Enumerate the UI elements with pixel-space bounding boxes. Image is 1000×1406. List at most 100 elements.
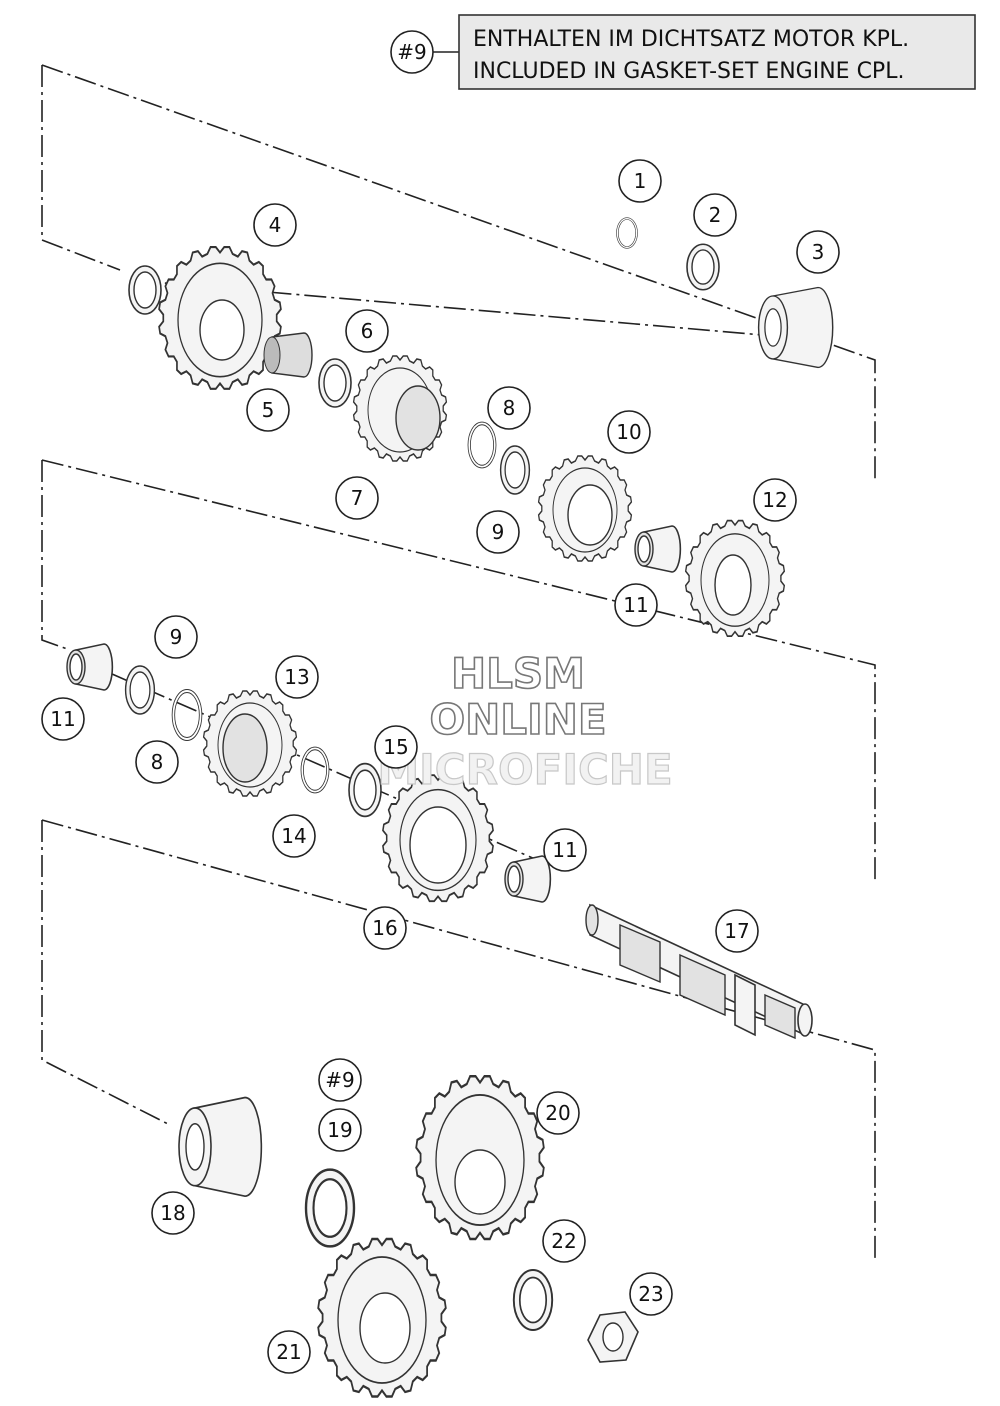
callout-c5: 5	[246, 388, 290, 432]
callout-circle	[335, 476, 379, 520]
callout-circle	[693, 193, 737, 237]
callout-c22: 22	[542, 1219, 586, 1263]
bushing-11-c	[504, 855, 552, 903]
callout-circle	[275, 655, 319, 699]
callout-c12: 12	[753, 478, 797, 522]
callout-label: 5	[262, 398, 275, 422]
parts-row-1	[128, 217, 834, 637]
callout-label: 11	[552, 838, 577, 862]
callout-label: 8	[503, 396, 516, 420]
parts-row-3	[178, 1075, 639, 1398]
callout-circle	[318, 1058, 362, 1102]
callout-circle	[618, 159, 662, 203]
callout-circle	[272, 814, 316, 858]
callout-circle	[253, 203, 297, 247]
callout-label: 17	[724, 919, 749, 943]
callout-c4: 4	[253, 203, 297, 247]
callout-label: 14	[281, 824, 306, 848]
callout-circle	[267, 1330, 311, 1374]
callout-circle	[374, 725, 418, 769]
callout-circle	[318, 1108, 362, 1152]
callout-circle	[41, 697, 85, 741]
callout-circle	[135, 740, 179, 784]
callout-circle	[154, 615, 198, 659]
callout-label: 11	[50, 707, 75, 731]
callout-c15: 15	[374, 725, 418, 769]
callout-label: 13	[284, 665, 309, 689]
callout-c23: 23	[629, 1272, 673, 1316]
callout-label: 11	[623, 593, 648, 617]
watermark: HLSM ONLINE MICROFICHE	[377, 648, 673, 794]
callout-label: 15	[383, 735, 408, 759]
bearing-18	[178, 1096, 263, 1198]
callout-c8a: 8	[487, 386, 531, 430]
lock-washer-22	[512, 1269, 554, 1331]
callout-label: 1	[634, 169, 647, 193]
callout-circle	[476, 510, 520, 554]
callout-c11a: 11	[614, 583, 658, 627]
snapring-8-b	[171, 689, 203, 741]
callout-label: #9	[325, 1068, 354, 1092]
callout-c10: 10	[607, 410, 651, 454]
shaft-17	[585, 903, 813, 1040]
callout-circle	[246, 388, 290, 432]
watermark-line-2: ONLINE	[429, 695, 606, 744]
callout-circle	[363, 906, 407, 950]
needle-cage-5	[263, 332, 313, 378]
seal-19	[304, 1168, 356, 1248]
callout-c9a: 9	[476, 510, 520, 554]
callout-label: 6	[361, 319, 374, 343]
callout-c17: 17	[715, 909, 759, 953]
callout-label: 2	[709, 203, 722, 227]
bushing-11	[634, 525, 682, 573]
callout-c8b: 8	[135, 740, 179, 784]
callout-c13: 13	[275, 655, 319, 699]
callout-circle	[796, 230, 840, 274]
callout-circle	[543, 828, 587, 872]
callout-label: 20	[545, 1101, 570, 1125]
callout-label: 7	[351, 486, 364, 510]
callout-c11b: 11	[41, 697, 85, 741]
legend-line-2: INCLUDED IN GASKET-SET ENGINE CPL.	[473, 59, 904, 84]
parts-row-2	[66, 643, 552, 903]
washer-left	[128, 265, 162, 315]
callout-c16: 16	[363, 906, 407, 950]
callout-c11c: 11	[543, 828, 587, 872]
callout-c9b: 9	[154, 615, 198, 659]
callout-label: 22	[551, 1229, 576, 1253]
callout-label: 16	[372, 916, 397, 940]
callout-label: 10	[616, 420, 641, 444]
callout-c21: 21	[267, 1330, 311, 1374]
callout-circle	[629, 1272, 673, 1316]
callout-label: 9	[492, 520, 505, 544]
callout-circle	[345, 309, 389, 353]
callout-c7: 7	[335, 476, 379, 520]
washer-2	[686, 243, 720, 291]
washer-15	[348, 762, 382, 818]
callout-label: 19	[327, 1118, 352, 1142]
washer-6	[318, 358, 352, 408]
callout-label: 9	[170, 625, 183, 649]
callout-label: 8	[151, 750, 164, 774]
snapring-1	[616, 217, 638, 249]
callout-c3: 3	[796, 230, 840, 274]
callout-label: 3	[812, 240, 825, 264]
callout-c6: 6	[345, 309, 389, 353]
callout-circle	[614, 583, 658, 627]
callout-c18: 18	[151, 1191, 195, 1235]
callout-c19: 19	[318, 1108, 362, 1152]
watermark-line-3: MICROFICHE	[377, 745, 672, 794]
callout-c9ref: #9	[318, 1058, 362, 1102]
bearing-3	[757, 286, 834, 369]
watermark-line-1: HLSM	[451, 649, 585, 698]
bushing-11-b	[66, 643, 114, 691]
callout-circle	[536, 1091, 580, 1135]
callout-circle	[753, 478, 797, 522]
legend: #9 ENTHALTEN IM DICHTSATZ MOTOR KPL. INC…	[390, 14, 976, 90]
callout-label: 21	[276, 1340, 301, 1364]
washer-9-b	[124, 665, 156, 715]
callout-label: 18	[160, 1201, 185, 1225]
callout-label: 23	[638, 1282, 663, 1306]
